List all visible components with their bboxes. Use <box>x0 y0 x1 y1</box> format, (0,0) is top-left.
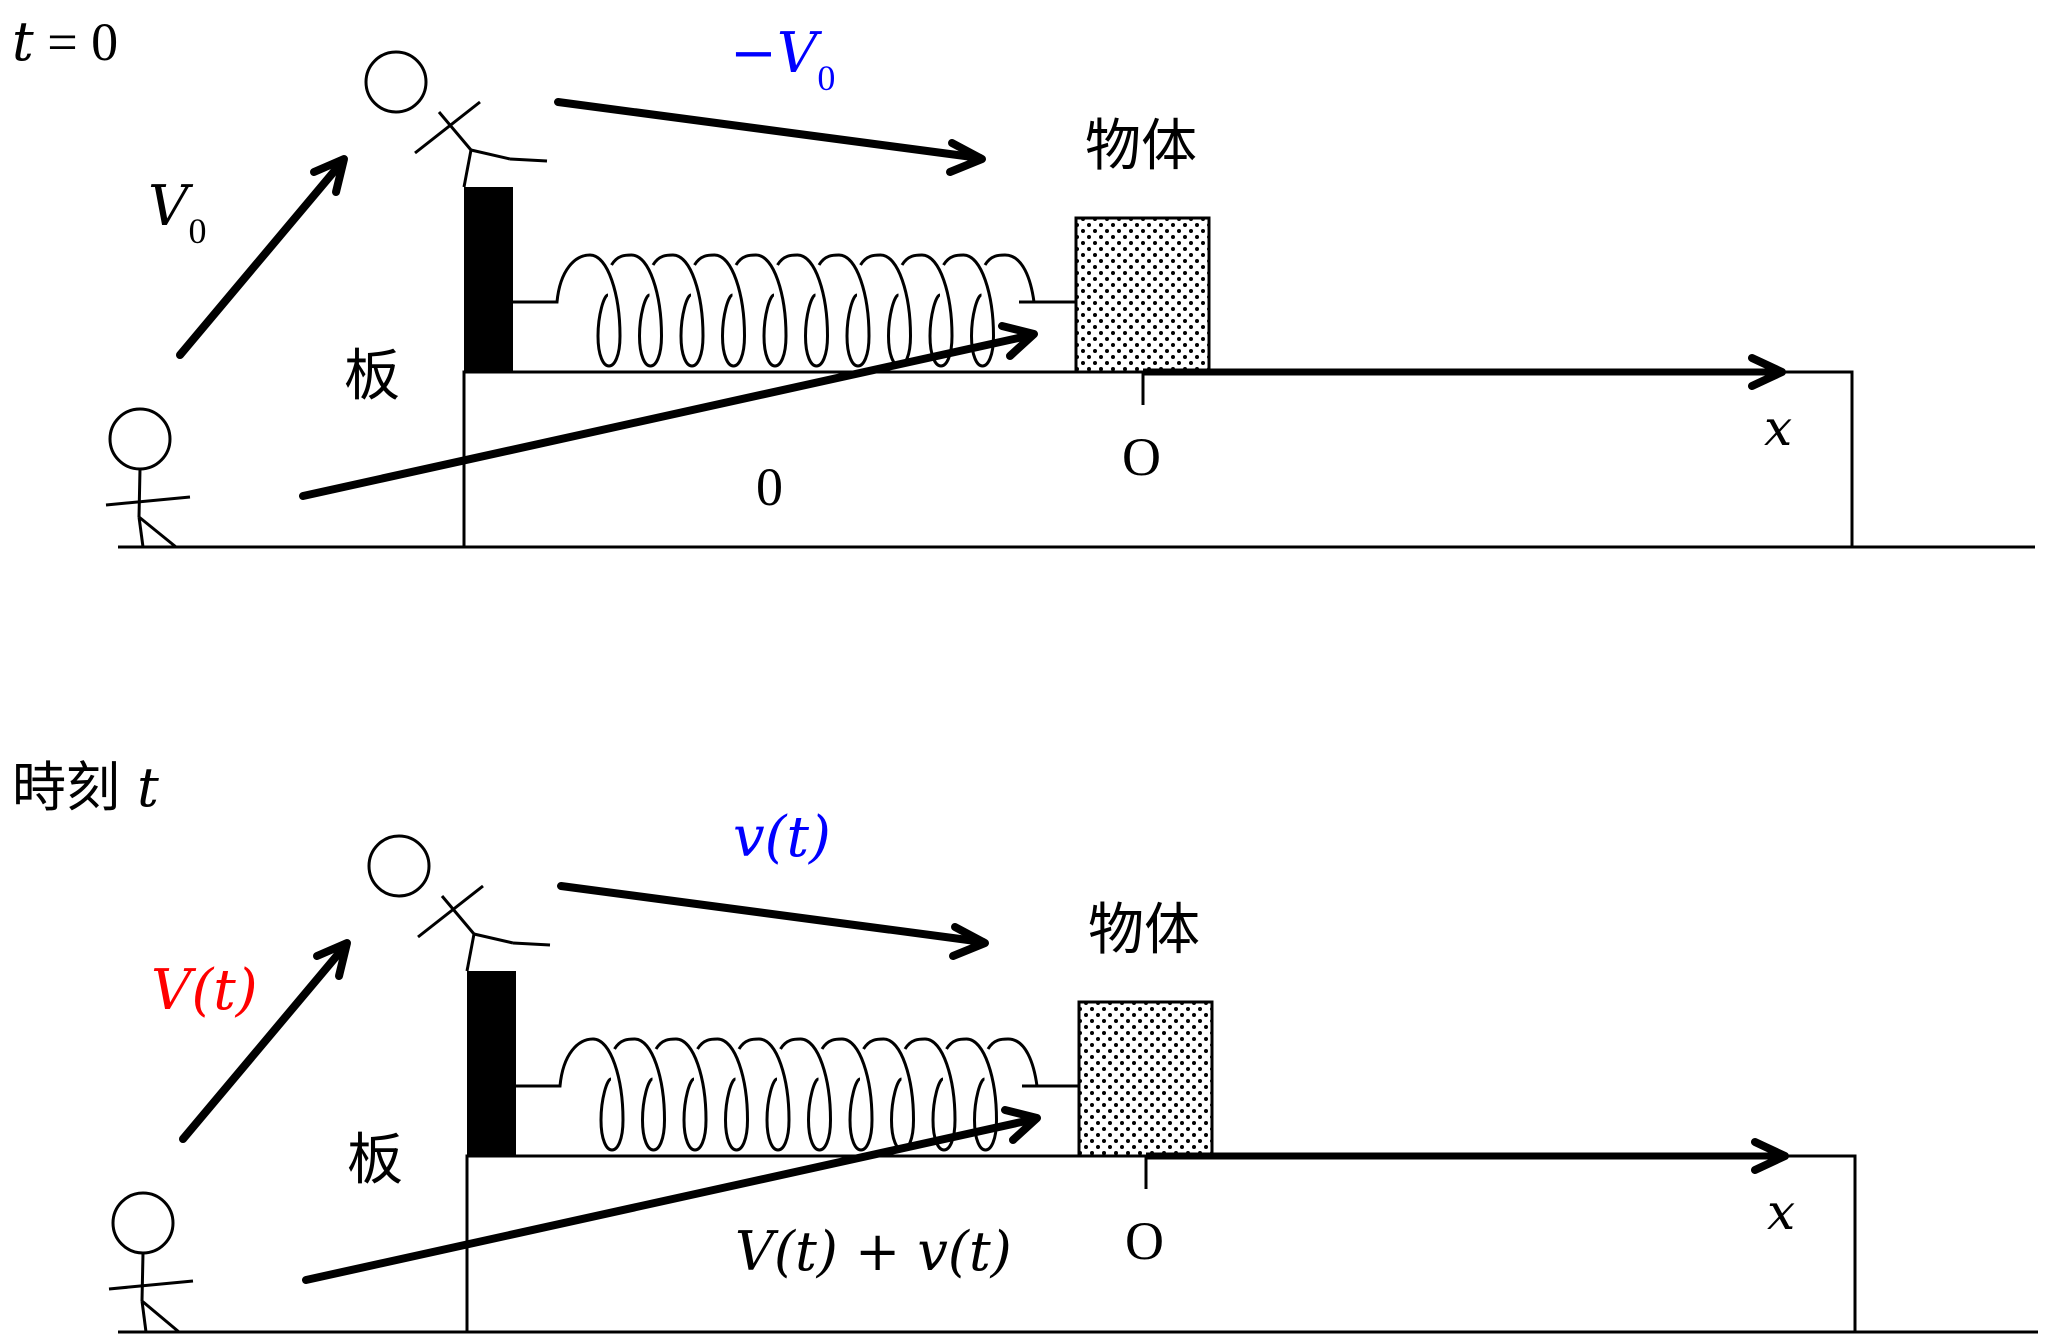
object-block <box>1077 1000 1214 1158</box>
panel-t: 時刻 t 物体 O x 板 <box>12 756 2038 1334</box>
spring-coils <box>592 1037 1039 1152</box>
x-axis-arrowhead <box>1748 354 1786 390</box>
board-observer-velocity-arrow <box>554 98 986 176</box>
observer-head <box>364 50 428 114</box>
ground-velocity-label: V0 <box>148 174 206 251</box>
x-axis-label: x <box>1767 1183 1795 1241</box>
spring <box>513 253 1076 368</box>
observer-head <box>367 834 431 898</box>
time-label: t = 0 <box>12 10 118 73</box>
board-observer-velocity-arrow <box>557 882 989 960</box>
observer-head <box>108 407 172 471</box>
board-label: 板 <box>347 1128 403 1193</box>
object-label: 物体 <box>1085 114 1197 179</box>
object-block <box>1074 216 1211 374</box>
origin-label: O <box>1122 427 1161 487</box>
panel-t0: t = 0 物体 O x 板 <box>12 10 2035 549</box>
board-velocity-label: −V0 <box>730 21 835 98</box>
ground-observer <box>105 407 191 549</box>
wall-block <box>464 187 513 372</box>
board-observer <box>364 50 548 188</box>
x-axis-arrowhead <box>1751 1138 1789 1174</box>
ground-velocity-label: V(t) <box>151 958 258 1023</box>
time-label: 時刻 t <box>12 756 159 819</box>
origin-label: O <box>1125 1211 1164 1271</box>
ground-observer-velocity-arrow <box>176 155 348 359</box>
wall-block <box>467 971 516 1156</box>
combined-velocity-label: V(t) + v(t) <box>735 1220 1012 1283</box>
object-velocity-arrow <box>302 1106 1041 1284</box>
observer-head <box>111 1191 175 1255</box>
ground-observer-velocity-arrow <box>179 939 351 1143</box>
spring-coils <box>589 253 1036 368</box>
combined-velocity-label: 0 <box>756 457 783 517</box>
board-velocity-label: v(t) <box>733 805 831 870</box>
spring <box>516 1037 1079 1152</box>
board-observer <box>367 834 551 972</box>
x-axis-label: x <box>1764 399 1792 457</box>
object-label: 物体 <box>1088 898 1200 963</box>
object-velocity-arrow <box>299 322 1038 500</box>
board-label: 板 <box>344 344 400 409</box>
ground-observer <box>108 1191 194 1334</box>
